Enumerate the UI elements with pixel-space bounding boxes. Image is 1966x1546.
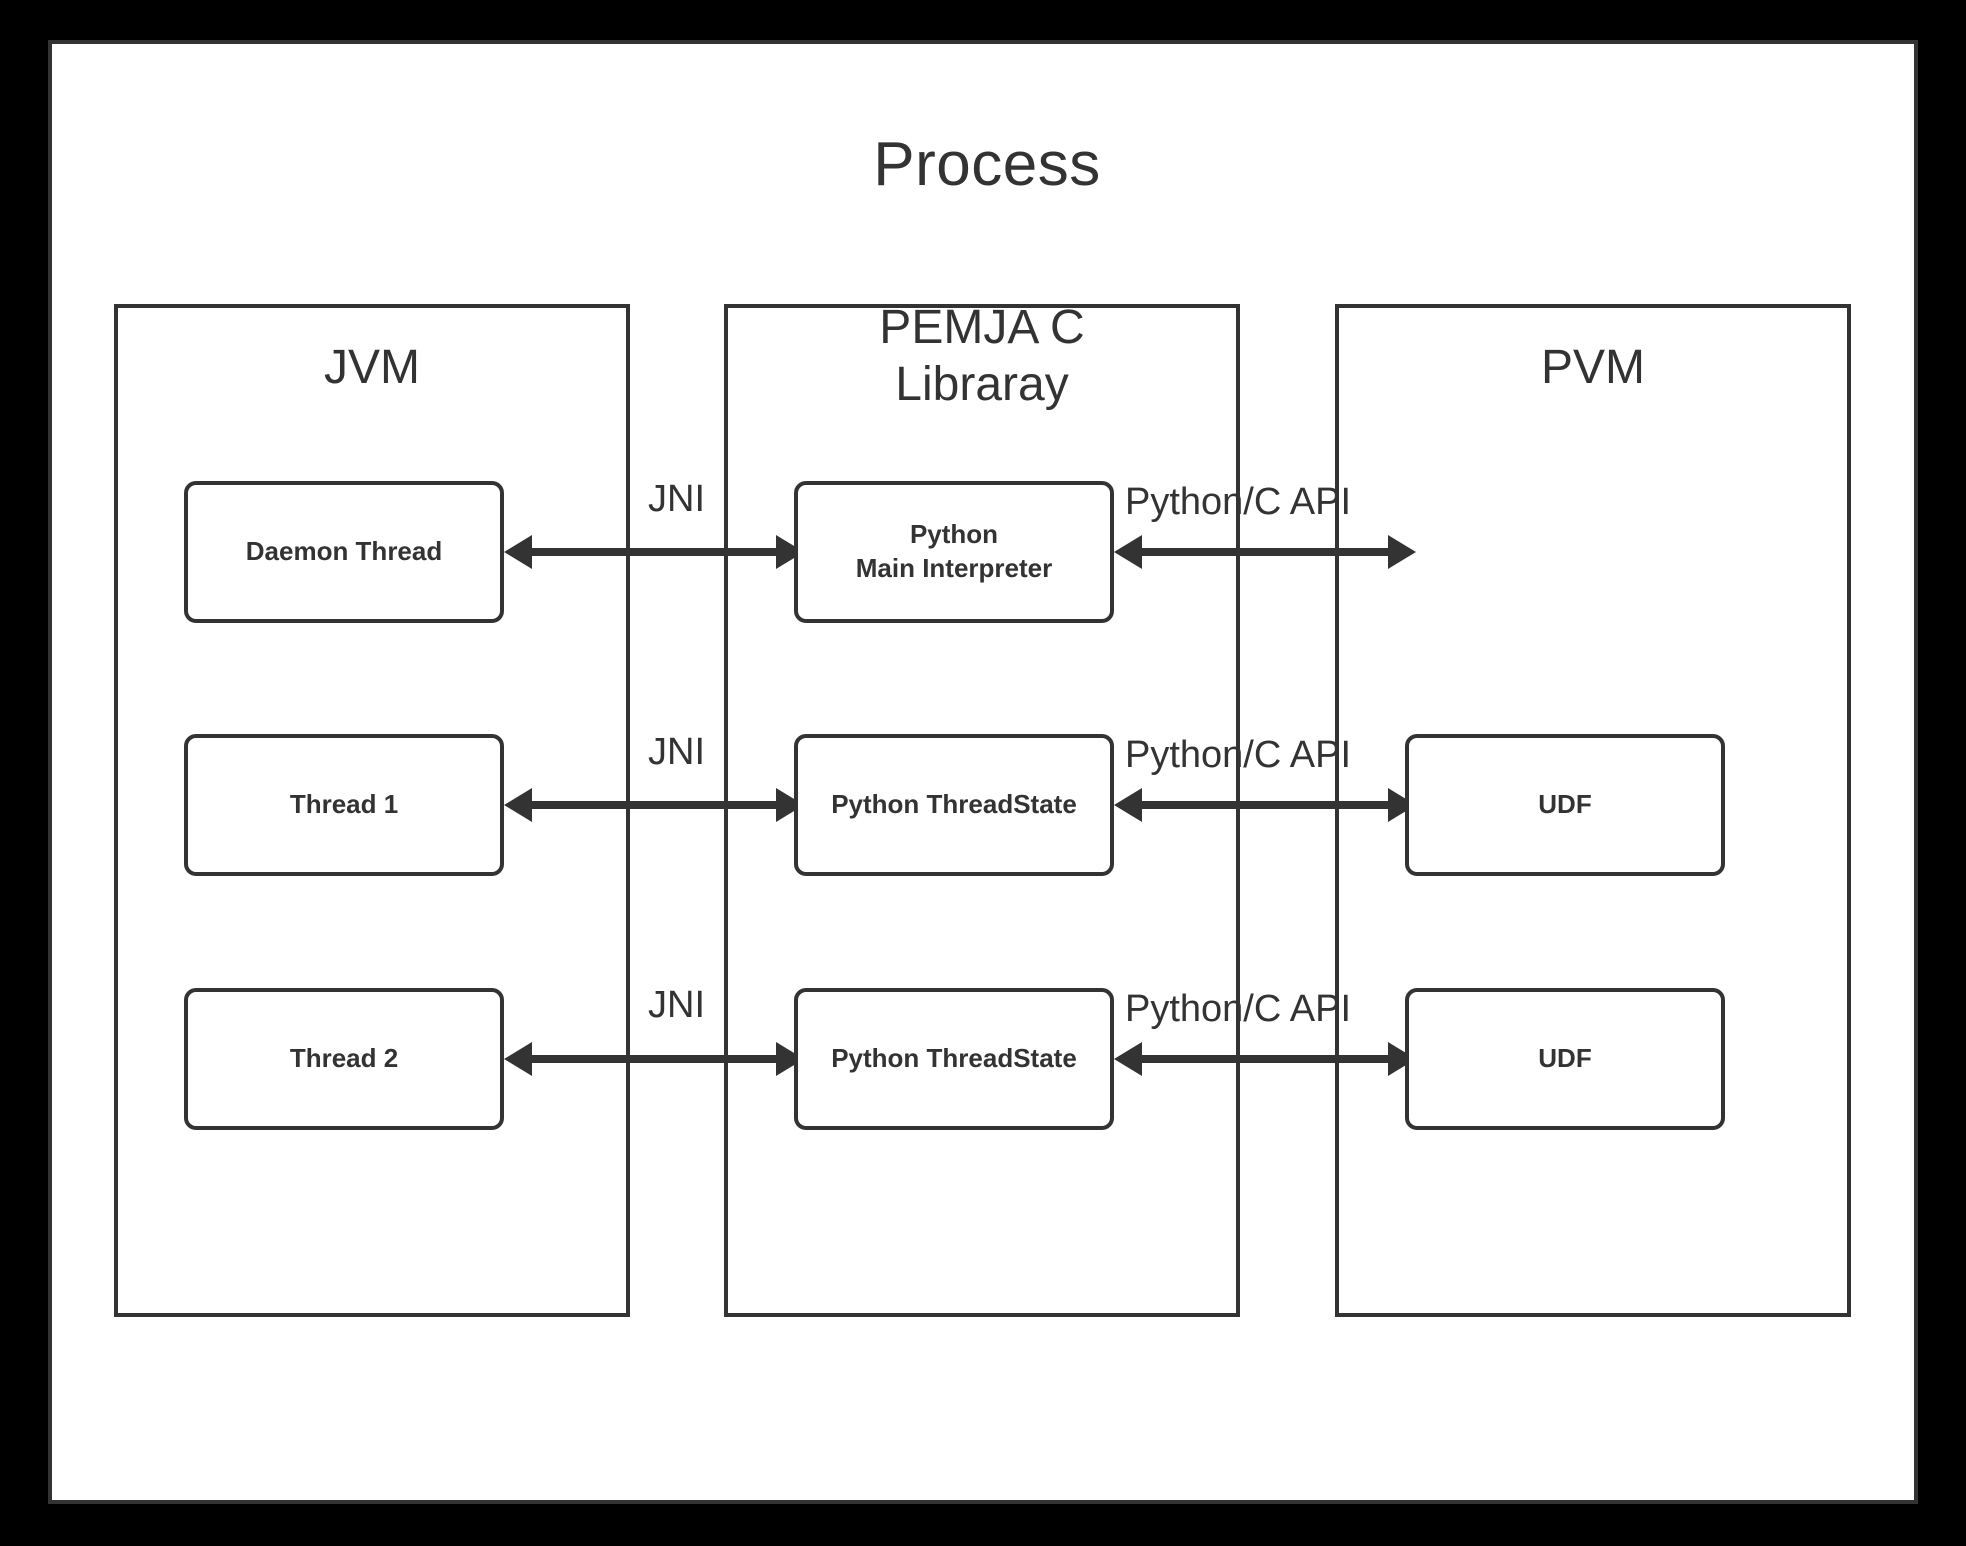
edge-label-jni-3: JNI [648, 984, 705, 1026]
panel-pemja-title: PEMJA C Libraray [728, 300, 1236, 413]
node-python-threadstate-1[interactable]: Python ThreadState [794, 734, 1114, 876]
diagram-canvas: Process JVM PEMJA C Libraray PVM Daemon … [48, 40, 1918, 1504]
arrow-shaft [526, 801, 782, 809]
arrow-shaft [1136, 548, 1394, 556]
page-title: Process [873, 130, 1101, 199]
arrow-pemja-pvm-row2 [1114, 788, 1416, 822]
node-udf-1[interactable]: UDF [1405, 734, 1725, 876]
arrow-shaft [526, 548, 782, 556]
panel-pemja-title-line2: Libraray [895, 357, 1069, 411]
edge-label-python-c-api-1: Python/C API [1125, 481, 1352, 523]
node-python-main-interpreter[interactable]: Python Main Interpreter [794, 481, 1114, 623]
edge-label-python-c-api-2: Python/C API [1125, 734, 1352, 776]
node-udf-2[interactable]: UDF [1405, 988, 1725, 1130]
arrow-pemja-pvm-row1 [1114, 535, 1416, 569]
arrow-jvm-pemja-row3 [504, 1042, 804, 1076]
arrow-head-right-icon [1388, 535, 1416, 569]
edge-label-python-c-api-3: Python/C API [1125, 988, 1352, 1030]
edge-label-jni-2: JNI [648, 731, 705, 773]
node-thread-1[interactable]: Thread 1 [184, 734, 504, 876]
node-thread-2[interactable]: Thread 2 [184, 988, 504, 1130]
arrow-shaft [1136, 801, 1394, 809]
node-python-main-interpreter-line1: Python [909, 519, 999, 550]
arrow-shaft [526, 1055, 782, 1063]
arrow-jvm-pemja-row2 [504, 788, 804, 822]
node-python-threadstate-2[interactable]: Python ThreadState [794, 988, 1114, 1130]
panel-pemja-title-line1: PEMJA C [879, 301, 1085, 354]
node-daemon-thread[interactable]: Daemon Thread [184, 481, 504, 623]
panel-jvm-title: JVM [324, 341, 420, 394]
arrow-shaft [1136, 1055, 1394, 1063]
arrow-pemja-pvm-row3 [1114, 1042, 1416, 1076]
arrow-jvm-pemja-row1 [504, 535, 804, 569]
panel-pvm-title: PVM [1540, 341, 1645, 394]
edge-label-jni-1: JNI [648, 478, 705, 520]
node-python-main-interpreter-line2: Main Interpreter [855, 553, 1053, 583]
